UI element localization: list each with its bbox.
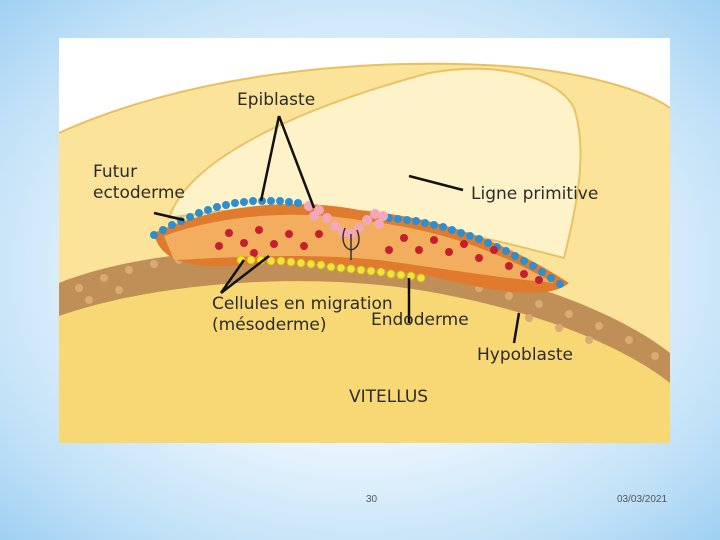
label-hypoblaste: Hypoblaste bbox=[477, 345, 573, 365]
white-top bbox=[59, 38, 670, 133]
slide-number: 30 bbox=[366, 494, 378, 505]
label-endoderme: Endoderme bbox=[371, 310, 469, 330]
label-futur-ectoderme: Futur ectoderme bbox=[93, 162, 185, 203]
label-ligne-primitive: Ligne primitive bbox=[471, 184, 599, 204]
label-vitellus: VITELLUS bbox=[349, 387, 429, 407]
upper-edge bbox=[59, 62, 670, 134]
label-pointers bbox=[153, 115, 521, 344]
embryo-illustration bbox=[59, 38, 670, 443]
embryo-diagram: Epiblaste Futur ectoderme Ligne primitiv… bbox=[59, 38, 670, 443]
migration-arrows bbox=[342, 227, 360, 260]
label-epiblaste: Epiblaste bbox=[237, 90, 316, 110]
slide-date: 03/03/2021 bbox=[617, 494, 668, 505]
endoderm-cells bbox=[236, 255, 426, 283]
label-cellules-migration: Cellules en migration (mésoderme) bbox=[212, 294, 393, 335]
mesoderm-cells bbox=[215, 226, 543, 284]
